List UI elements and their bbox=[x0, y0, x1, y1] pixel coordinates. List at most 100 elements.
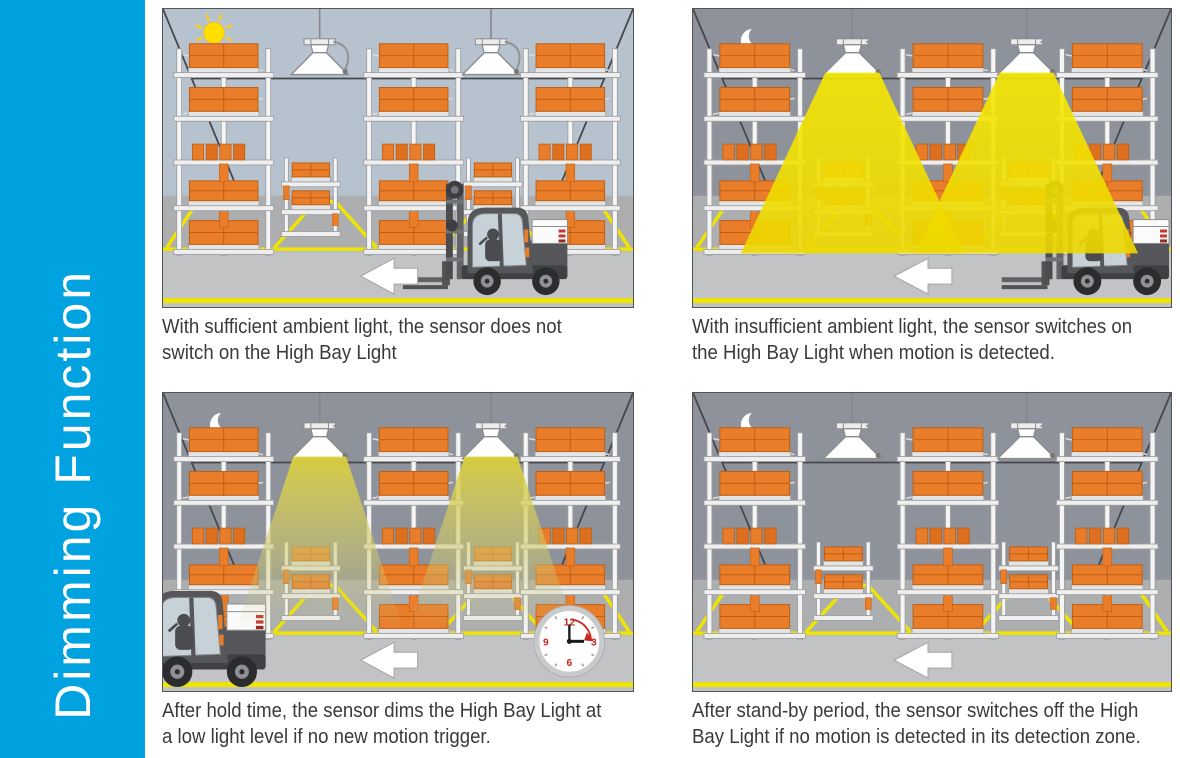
pallet-boxes bbox=[188, 220, 260, 250]
high-bay-light-fixture bbox=[289, 9, 350, 76]
pallet-boxes bbox=[188, 564, 260, 591]
pallet-boxes bbox=[188, 470, 260, 501]
high-bay-light-fixture bbox=[996, 393, 1058, 460]
storage-rack-small bbox=[281, 157, 341, 237]
pallet-boxes bbox=[473, 190, 513, 211]
pallet-boxes bbox=[1071, 43, 1144, 73]
pallet-boxes bbox=[188, 180, 260, 207]
pallet-boxes bbox=[718, 43, 791, 73]
pallet-boxes bbox=[911, 427, 985, 457]
small-boxes bbox=[722, 527, 777, 545]
small-boxes bbox=[538, 143, 592, 161]
svg-text:9: 9 bbox=[543, 637, 549, 648]
pallet-boxes bbox=[911, 43, 985, 73]
warehouse-scene-svg bbox=[163, 9, 633, 307]
pallet-boxes bbox=[378, 43, 450, 73]
pallet-boxes bbox=[1071, 86, 1144, 117]
section-title: Dimming Function bbox=[44, 269, 101, 720]
pallet-boxes bbox=[534, 427, 606, 457]
pallet-boxes bbox=[718, 86, 791, 117]
light-beam-dimmed bbox=[235, 456, 404, 632]
pallet-boxes bbox=[188, 86, 260, 117]
arrow-left-icon bbox=[359, 257, 419, 295]
warehouse-scene-svg bbox=[693, 393, 1171, 691]
light-beam bbox=[740, 72, 964, 254]
pallet-boxes bbox=[378, 470, 450, 501]
storage-rack bbox=[896, 427, 1000, 640]
light-beam bbox=[915, 72, 1139, 254]
pallet-boxes bbox=[1071, 604, 1144, 634]
pallet-boxes bbox=[188, 427, 260, 457]
storage-rack bbox=[703, 427, 806, 640]
clock-icon: 12 3 6 9 bbox=[533, 605, 606, 678]
arrow-left-icon bbox=[893, 641, 953, 679]
scenario-panel-ambient-sufficient: With sufficient ambient light, the senso… bbox=[162, 8, 634, 364]
storage-rack bbox=[363, 43, 465, 256]
pallet-boxes bbox=[823, 574, 864, 595]
pallet-boxes bbox=[290, 190, 331, 211]
scenario-panel-hold-time-dim: 12 3 6 9 After hold time, the sensor dim… bbox=[162, 392, 634, 748]
forklift bbox=[402, 180, 568, 296]
panel-caption: With insufficient ambient light, the sen… bbox=[692, 316, 1133, 365]
pallet-boxes bbox=[911, 564, 985, 591]
high-bay-light-fixture bbox=[821, 9, 883, 76]
arrow-left-icon bbox=[893, 257, 953, 295]
warehouse-illustration-night-dimmed: 12 3 6 9 bbox=[162, 392, 634, 692]
small-boxes bbox=[915, 527, 970, 545]
pallet-boxes bbox=[378, 427, 450, 457]
high-bay-light-fixture bbox=[821, 393, 883, 460]
scenario-panel-standby-off: After stand-by period, the sensor switch… bbox=[692, 392, 1172, 748]
pallet-boxes bbox=[534, 43, 606, 73]
svg-text:12: 12 bbox=[564, 617, 576, 628]
warehouse-illustration-night-lights-on bbox=[692, 8, 1172, 308]
pallet-boxes bbox=[378, 86, 450, 117]
arrow-left-icon bbox=[359, 641, 419, 679]
section-sidebar: Dimming Function bbox=[0, 0, 145, 758]
high-bay-light-fixture bbox=[289, 393, 350, 460]
pallet-boxes bbox=[1008, 574, 1049, 595]
small-boxes bbox=[381, 143, 436, 161]
pallet-boxes bbox=[534, 180, 606, 207]
pallet-boxes bbox=[378, 220, 450, 250]
warehouse-scene-svg: 12 3 6 9 bbox=[163, 393, 633, 691]
scenario-panel-motion-detected: With insufficient ambient light, the sen… bbox=[692, 8, 1172, 364]
panel-caption: After hold time, the sensor dims the Hig… bbox=[162, 700, 602, 749]
warehouse-illustration-day-lights-off bbox=[162, 8, 634, 308]
pallet-boxes bbox=[911, 86, 985, 117]
warehouse-illustration-night-lights-off bbox=[692, 392, 1172, 692]
storage-rack-small bbox=[813, 541, 874, 621]
small-boxes bbox=[381, 527, 436, 545]
small-boxes bbox=[191, 527, 246, 545]
pallet-boxes bbox=[188, 43, 260, 73]
pallet-boxes bbox=[911, 604, 985, 634]
pallet-boxes bbox=[1071, 564, 1144, 591]
high-bay-light-fixture bbox=[460, 9, 522, 76]
small-boxes bbox=[1075, 527, 1130, 545]
panel-caption: After stand-by period, the sensor switch… bbox=[692, 700, 1141, 749]
pallet-boxes bbox=[1071, 470, 1144, 501]
svg-text:6: 6 bbox=[566, 658, 572, 669]
pallet-boxes bbox=[718, 470, 791, 501]
pallet-boxes bbox=[718, 604, 791, 634]
pallet-boxes bbox=[718, 427, 791, 457]
high-bay-light-fixture bbox=[460, 393, 522, 460]
pallet-boxes bbox=[823, 546, 864, 567]
sun-icon bbox=[195, 14, 233, 52]
storage-rack bbox=[519, 43, 621, 256]
pallet-boxes bbox=[290, 162, 331, 183]
high-bay-light-fixture bbox=[996, 9, 1058, 76]
storage-rack bbox=[173, 43, 275, 256]
pallet-boxes bbox=[1008, 546, 1049, 567]
small-boxes bbox=[722, 143, 777, 161]
storage-rack bbox=[1056, 427, 1159, 640]
pallet-boxes bbox=[718, 564, 791, 591]
storage-rack-small bbox=[998, 541, 1059, 621]
pallet-boxes bbox=[1071, 427, 1144, 457]
panel-caption: With sufficient ambient light, the senso… bbox=[162, 316, 562, 365]
pallet-boxes bbox=[534, 86, 606, 117]
light-beam-dimmed bbox=[406, 456, 576, 632]
small-boxes bbox=[191, 143, 246, 161]
pallet-boxes bbox=[911, 470, 985, 501]
pallet-boxes bbox=[473, 162, 513, 183]
